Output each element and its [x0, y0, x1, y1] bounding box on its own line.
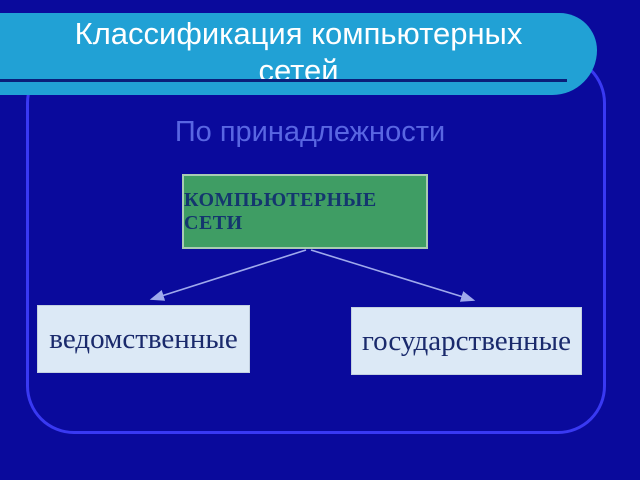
- subtitle: По принадлежности: [174, 116, 446, 148]
- slide-title: Классификация компьютерных сетей: [0, 15, 597, 89]
- diagram-root-box: КОМПЬЮТЕРНЫЕ СЕТИ: [182, 174, 428, 249]
- diagram-child-label-left: ведомственные: [49, 322, 238, 355]
- title-banner: Классификация компьютерных сетей: [0, 13, 597, 95]
- slide-title-text: Классификация компьютерных сетей: [74, 16, 523, 88]
- title-underline-rule: [0, 79, 567, 82]
- diagram-child-label-right: государственные: [361, 324, 572, 357]
- diagram-child-box-right: государственные: [351, 307, 582, 375]
- diagram-root-label: КОМПЬЮТЕРНЫЕ СЕТИ: [184, 188, 377, 234]
- diagram-child-box-left: ведомственные: [37, 305, 250, 373]
